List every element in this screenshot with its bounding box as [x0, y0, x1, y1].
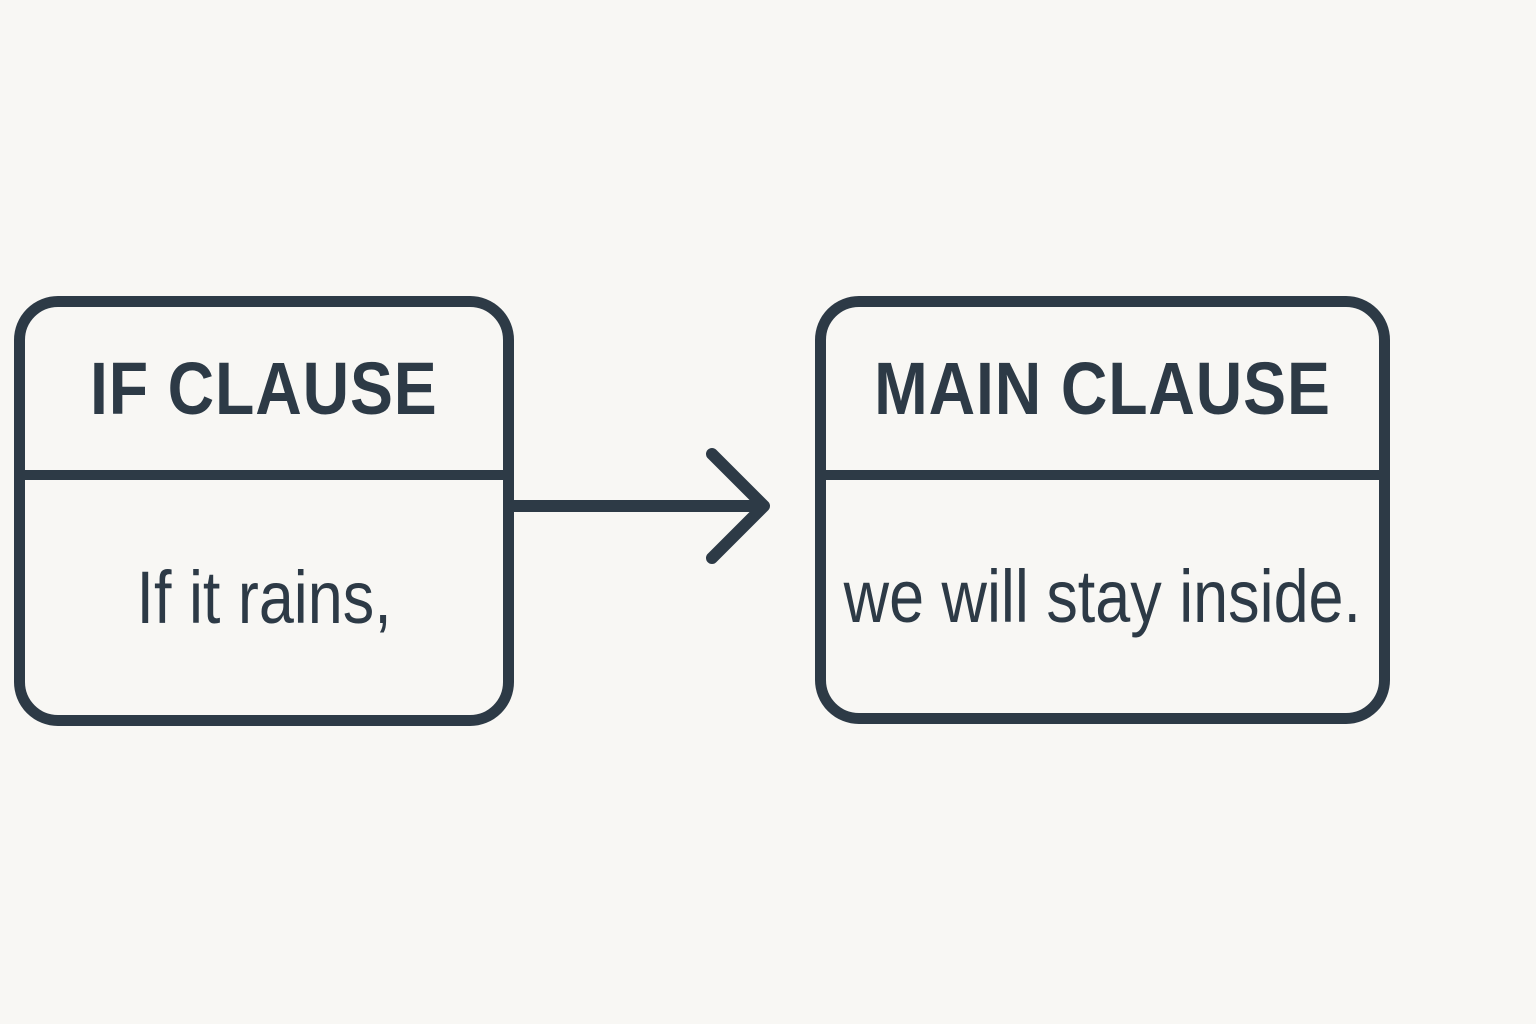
- if-clause-body-cell: If it rains,: [25, 480, 503, 715]
- if-clause-title: IF CLAUSE: [90, 347, 438, 430]
- if-clause-example-text: If it rains,: [136, 556, 392, 639]
- main-clause-example-text: we will stay inside.: [843, 555, 1362, 638]
- if-clause-header-cell: IF CLAUSE: [25, 307, 503, 480]
- if-clause-box: IF CLAUSE If it rains,: [14, 296, 514, 726]
- main-clause-box: MAIN CLAUSE we will stay inside.: [815, 296, 1390, 724]
- main-clause-body-cell: we will stay inside.: [826, 480, 1379, 713]
- main-clause-title: MAIN CLAUSE: [874, 347, 1331, 430]
- main-clause-header-cell: MAIN CLAUSE: [826, 307, 1379, 480]
